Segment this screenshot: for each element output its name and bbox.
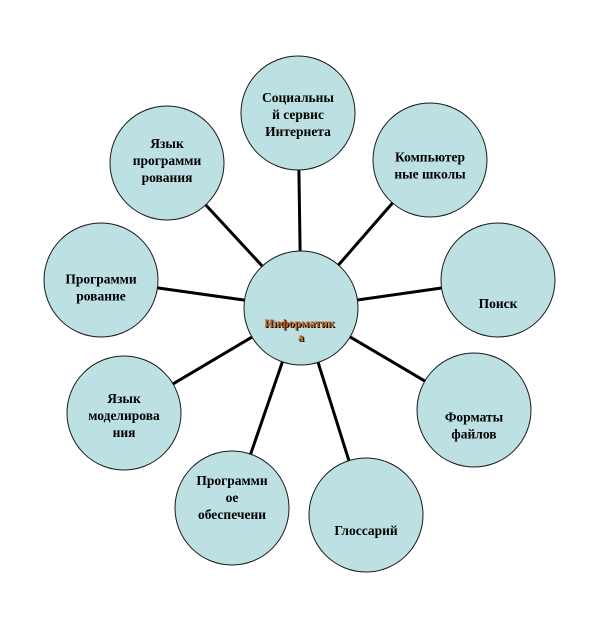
node-label-programming: Программи рование xyxy=(65,272,137,304)
node-label-line: ные школы xyxy=(394,167,466,182)
node-label-line: ое xyxy=(226,490,239,505)
connector-computer-schools xyxy=(337,202,394,266)
node-circle-programming xyxy=(43,222,159,338)
connector-glossary xyxy=(316,361,351,462)
center-node: Информатик а Информатик а xyxy=(243,250,359,366)
node-label-line: Программн xyxy=(196,473,268,488)
node-label-line: Компьютер xyxy=(395,150,465,165)
node-label-line: Поиск xyxy=(479,296,518,311)
connector-file-formats xyxy=(349,335,426,383)
connector-programming-language xyxy=(204,203,264,268)
connector-social xyxy=(297,169,302,252)
node-circle-social xyxy=(240,55,356,171)
node-label-glossary: Глоссарий xyxy=(334,523,398,538)
node-circle-computer-schools xyxy=(372,102,488,218)
node-programming: Программи рование xyxy=(43,222,159,338)
center-circle xyxy=(243,250,359,366)
node-label-line: Язык xyxy=(150,136,184,151)
node-label-line: программи xyxy=(133,153,202,168)
connector-search xyxy=(357,286,442,302)
node-label-line: Форматы xyxy=(445,410,504,425)
node-software: Программн ое обеспечени xyxy=(174,450,290,566)
node-circle-glossary xyxy=(308,457,424,573)
center-label: Информатик а xyxy=(264,316,338,344)
node-label-software: Программн ое обеспечени xyxy=(196,473,268,522)
node-circle-modeling-language xyxy=(66,355,182,471)
node-label-line: обеспечени xyxy=(198,507,266,522)
node-label-search: Поиск xyxy=(479,296,518,311)
node-label-file-formats: Форматы файлов xyxy=(445,410,504,442)
node-label-line: рования xyxy=(142,170,193,185)
node-label-line: файлов xyxy=(451,427,496,442)
node-file-formats: Форматы файлов xyxy=(416,352,532,468)
node-circle-software xyxy=(174,450,290,566)
node-label-computer-schools: Компьютер ные школы xyxy=(394,150,466,182)
node-circle-programming-language xyxy=(109,105,225,221)
node-label-line: Социальны xyxy=(262,90,334,105)
center-label-shadow: Информатик а xyxy=(265,317,339,345)
node-label-line: Интернета xyxy=(265,124,331,139)
node-label-line: Программи xyxy=(65,272,137,287)
node-circle-search xyxy=(440,222,556,338)
node-label-line: Глоссарий xyxy=(334,523,398,538)
connector-software xyxy=(249,361,284,455)
node-label-line: моделирова xyxy=(88,408,160,423)
node-label-programming-language: Язык программи рования xyxy=(133,136,202,185)
connectors xyxy=(157,169,442,462)
node-programming-language: Язык программи рования xyxy=(109,105,225,221)
node-computer-schools: Компьютер ные школы xyxy=(372,102,488,218)
connector-modeling-language xyxy=(172,335,253,386)
node-search: Поиск xyxy=(440,222,556,338)
node-modeling-language: Язык моделирова ния xyxy=(66,355,182,471)
node-label-modeling-language: Язык моделирова ния xyxy=(88,391,160,440)
node-label-line: ния xyxy=(113,425,136,440)
connector-programming xyxy=(157,286,245,302)
node-label-line: Язык xyxy=(107,391,141,406)
node-label-line: й сервис xyxy=(272,107,324,122)
node-circle-file-formats xyxy=(416,352,532,468)
node-glossary: Глоссарий xyxy=(308,457,424,573)
node-label-line: рование xyxy=(76,289,126,304)
